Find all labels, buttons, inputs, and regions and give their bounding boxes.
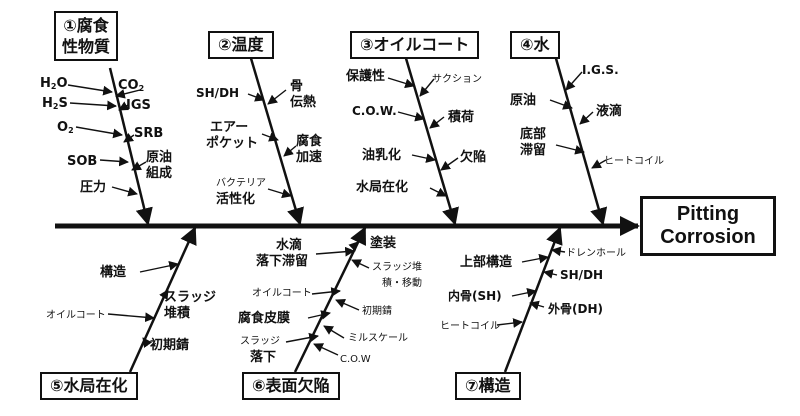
category-1-box: ①腐食 性物質: [54, 11, 119, 61]
cause-bone-2: 伝熱: [290, 95, 317, 110]
cause-drop-2: 落下滞留: [256, 254, 309, 269]
category-1-line-1: ①腐食: [63, 16, 109, 35]
cause-defect: 欠陥: [460, 150, 487, 165]
cause-millscale: ミルスケール: [348, 333, 408, 344]
cause-bacteria-2: 活性化: [216, 192, 256, 207]
cause-bottom-2: 滞留: [520, 143, 547, 158]
bone-7: [503, 226, 563, 373]
cause-accel-2: 加速: [296, 150, 323, 165]
category-4-box: ④水: [510, 31, 560, 59]
category-3-box: ③オイルコート: [350, 31, 480, 59]
cause-sludgemove-1: スラッジ堆: [372, 262, 422, 273]
cause-oilcoat-6: オイルコート: [252, 288, 312, 299]
cause-h2s: H2S: [42, 96, 68, 111]
cause-upper: 上部構造: [460, 255, 513, 270]
cause-accel-1: 腐食: [296, 134, 323, 149]
cause-airpocket-1: エアー: [210, 120, 249, 135]
cause-sludge-1: スラッジ: [164, 290, 217, 305]
cause-heatcoil-4: ヒートコイル: [604, 156, 664, 167]
bone-4: [553, 54, 608, 226]
cause-emulsion: 油乳化: [362, 148, 402, 163]
category-6-box: ⑥表面欠陥: [242, 372, 340, 400]
category-2-box: ②温度: [208, 31, 274, 59]
cause-cow-6: C.O.W: [340, 354, 371, 365]
cause-crude-2: 組成: [146, 166, 173, 181]
cause-paint: 塗装: [370, 236, 397, 251]
cause-bottom-1: 底部: [520, 127, 547, 142]
cause-sludge-2: 堆積: [164, 306, 191, 321]
cause-structure-5: 構造: [100, 265, 127, 280]
effect-line-2: Corrosion: [660, 226, 756, 248]
cause-sludgefall-2: 落下: [250, 350, 277, 365]
cause-oilcoat-5: オイルコート: [46, 310, 106, 321]
cause-bacteria-1: バクテリア: [216, 178, 266, 189]
cause-h2o: H2O: [40, 76, 68, 91]
cause-crude-4: 原油: [510, 93, 537, 108]
cause-outer: 外骨(DH): [548, 302, 603, 316]
cause-bone-1: 骨: [290, 79, 304, 94]
cause-sludgefall-1: スラッジ: [240, 336, 280, 347]
cause-crude-1: 原油: [146, 150, 173, 165]
cause-heatcoil-7: ヒートコイル: [440, 321, 500, 332]
cause-pressure: 圧力: [80, 180, 107, 195]
cause-shdh-7: SH/DH: [560, 268, 604, 282]
effect-box: Pitting Corrosion: [640, 196, 776, 256]
category-7-box: ⑦構造: [455, 372, 521, 400]
category-5-box: ⑤水局在化: [40, 372, 138, 400]
category-1-line-2: 性物質: [62, 37, 111, 56]
cause-waterloc: 水局在化: [356, 180, 409, 195]
cause-film: 腐食皮膜: [238, 311, 291, 326]
cause-protect: 保護性: [346, 69, 386, 84]
cause-drop-1: 水滴: [276, 238, 303, 253]
cause-drain: ドレンホール: [566, 248, 626, 259]
cause-airpocket-2: ポケット: [206, 136, 259, 151]
cause-shdh-top: SH/DH: [196, 86, 240, 100]
cause-inner: 内骨(SH): [448, 289, 502, 303]
cause-co2: CO2: [118, 78, 145, 93]
cause-load: 積荷: [448, 110, 475, 125]
cause-rust-5: 初期錆: [150, 338, 190, 353]
cause-o2: O2: [57, 120, 74, 135]
cause-cow-3: C.O.W.: [352, 104, 397, 118]
cause-droplet: 液滴: [596, 104, 623, 119]
cause-srb: SRB: [134, 126, 164, 141]
effect-line-1: Pitting: [676, 203, 740, 225]
cause-sludgemove-2: 積・移動: [382, 278, 422, 289]
cause-igs: IGS: [126, 98, 151, 113]
cause-rust-6: 初期錆: [362, 306, 392, 317]
cause-suction: サクション: [432, 74, 482, 85]
cause-sob: SOB: [67, 154, 98, 169]
cause-igs-4: I.G.S.: [582, 63, 619, 77]
